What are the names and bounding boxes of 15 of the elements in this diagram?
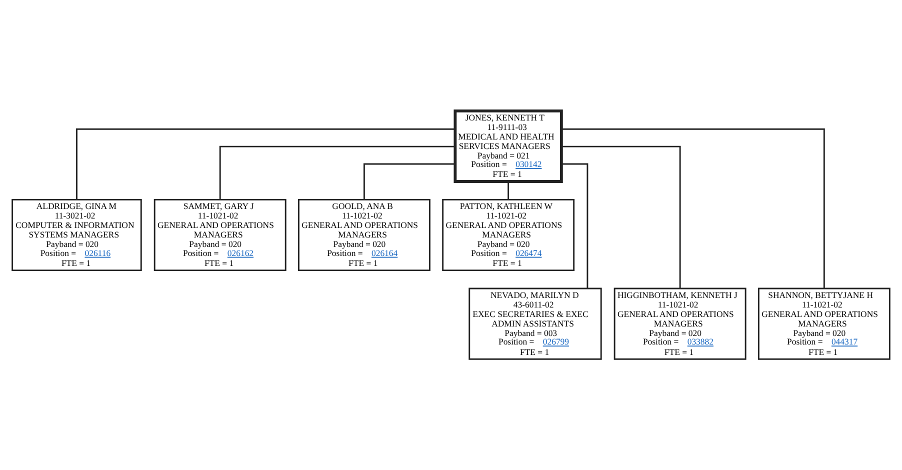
node-box: NEVADO, MARILYN D 43-6011-02 EXEC SECRETARIES & EXEC ADMIN ASSISTANTS Payband = 003 Position = 026799 FTE = 1 bbox=[468, 288, 602, 360]
node-box: GOOLD, ANA B 11-1021-02 GENERAL AND OPERATIONS MANAGERS Payband = 020 Position = 026164 FTE = 1 bbox=[298, 198, 430, 272]
node-box: SHANNON, BETTYJANE H 11-1021-02 GENERAL AND OPERATIONS MANAGERS Payband = 020 Position = 044317 FTE = 1 bbox=[758, 288, 890, 360]
node-box: ALDRIDGE, GINA M 11-3021-02 COMPUTER & INFORMATION SYSTEMS MANAGERS Payband = 020 Position = 026116 FTE = 1 bbox=[12, 198, 142, 272]
node-box: PATTON, KATHLEEN W 11-1021-02 GENERAL AND OPERATIONS MANAGERS Payband = 020 Position = 026474 FTE = 1 bbox=[442, 198, 575, 272]
connector bbox=[76, 128, 456, 200]
connector bbox=[562, 163, 588, 288]
connector bbox=[561, 146, 681, 288]
node-box: HIGGINBOTHAM, KENNETH J 11-1021-02 GENERAL AND OPERATIONS MANAGERS Payband = 020 Position = 033882 FTE = 1 bbox=[614, 288, 746, 360]
connector bbox=[219, 146, 456, 200]
node-box: JONES, KENNETH T 11-9111-03 MEDICAL AND HEALTH SERVICES MANAGERS Payband = 021 Position = 030142 FTE = 1 bbox=[454, 109, 563, 183]
node-box: SAMMET, GARY J 11-1021-02 GENERAL AND OPERATIONS MANAGERS Payband = 020 Position = 026162 FTE = 1 bbox=[154, 198, 286, 272]
connector bbox=[508, 182, 510, 200]
connector bbox=[363, 163, 456, 200]
connector bbox=[562, 128, 825, 288]
